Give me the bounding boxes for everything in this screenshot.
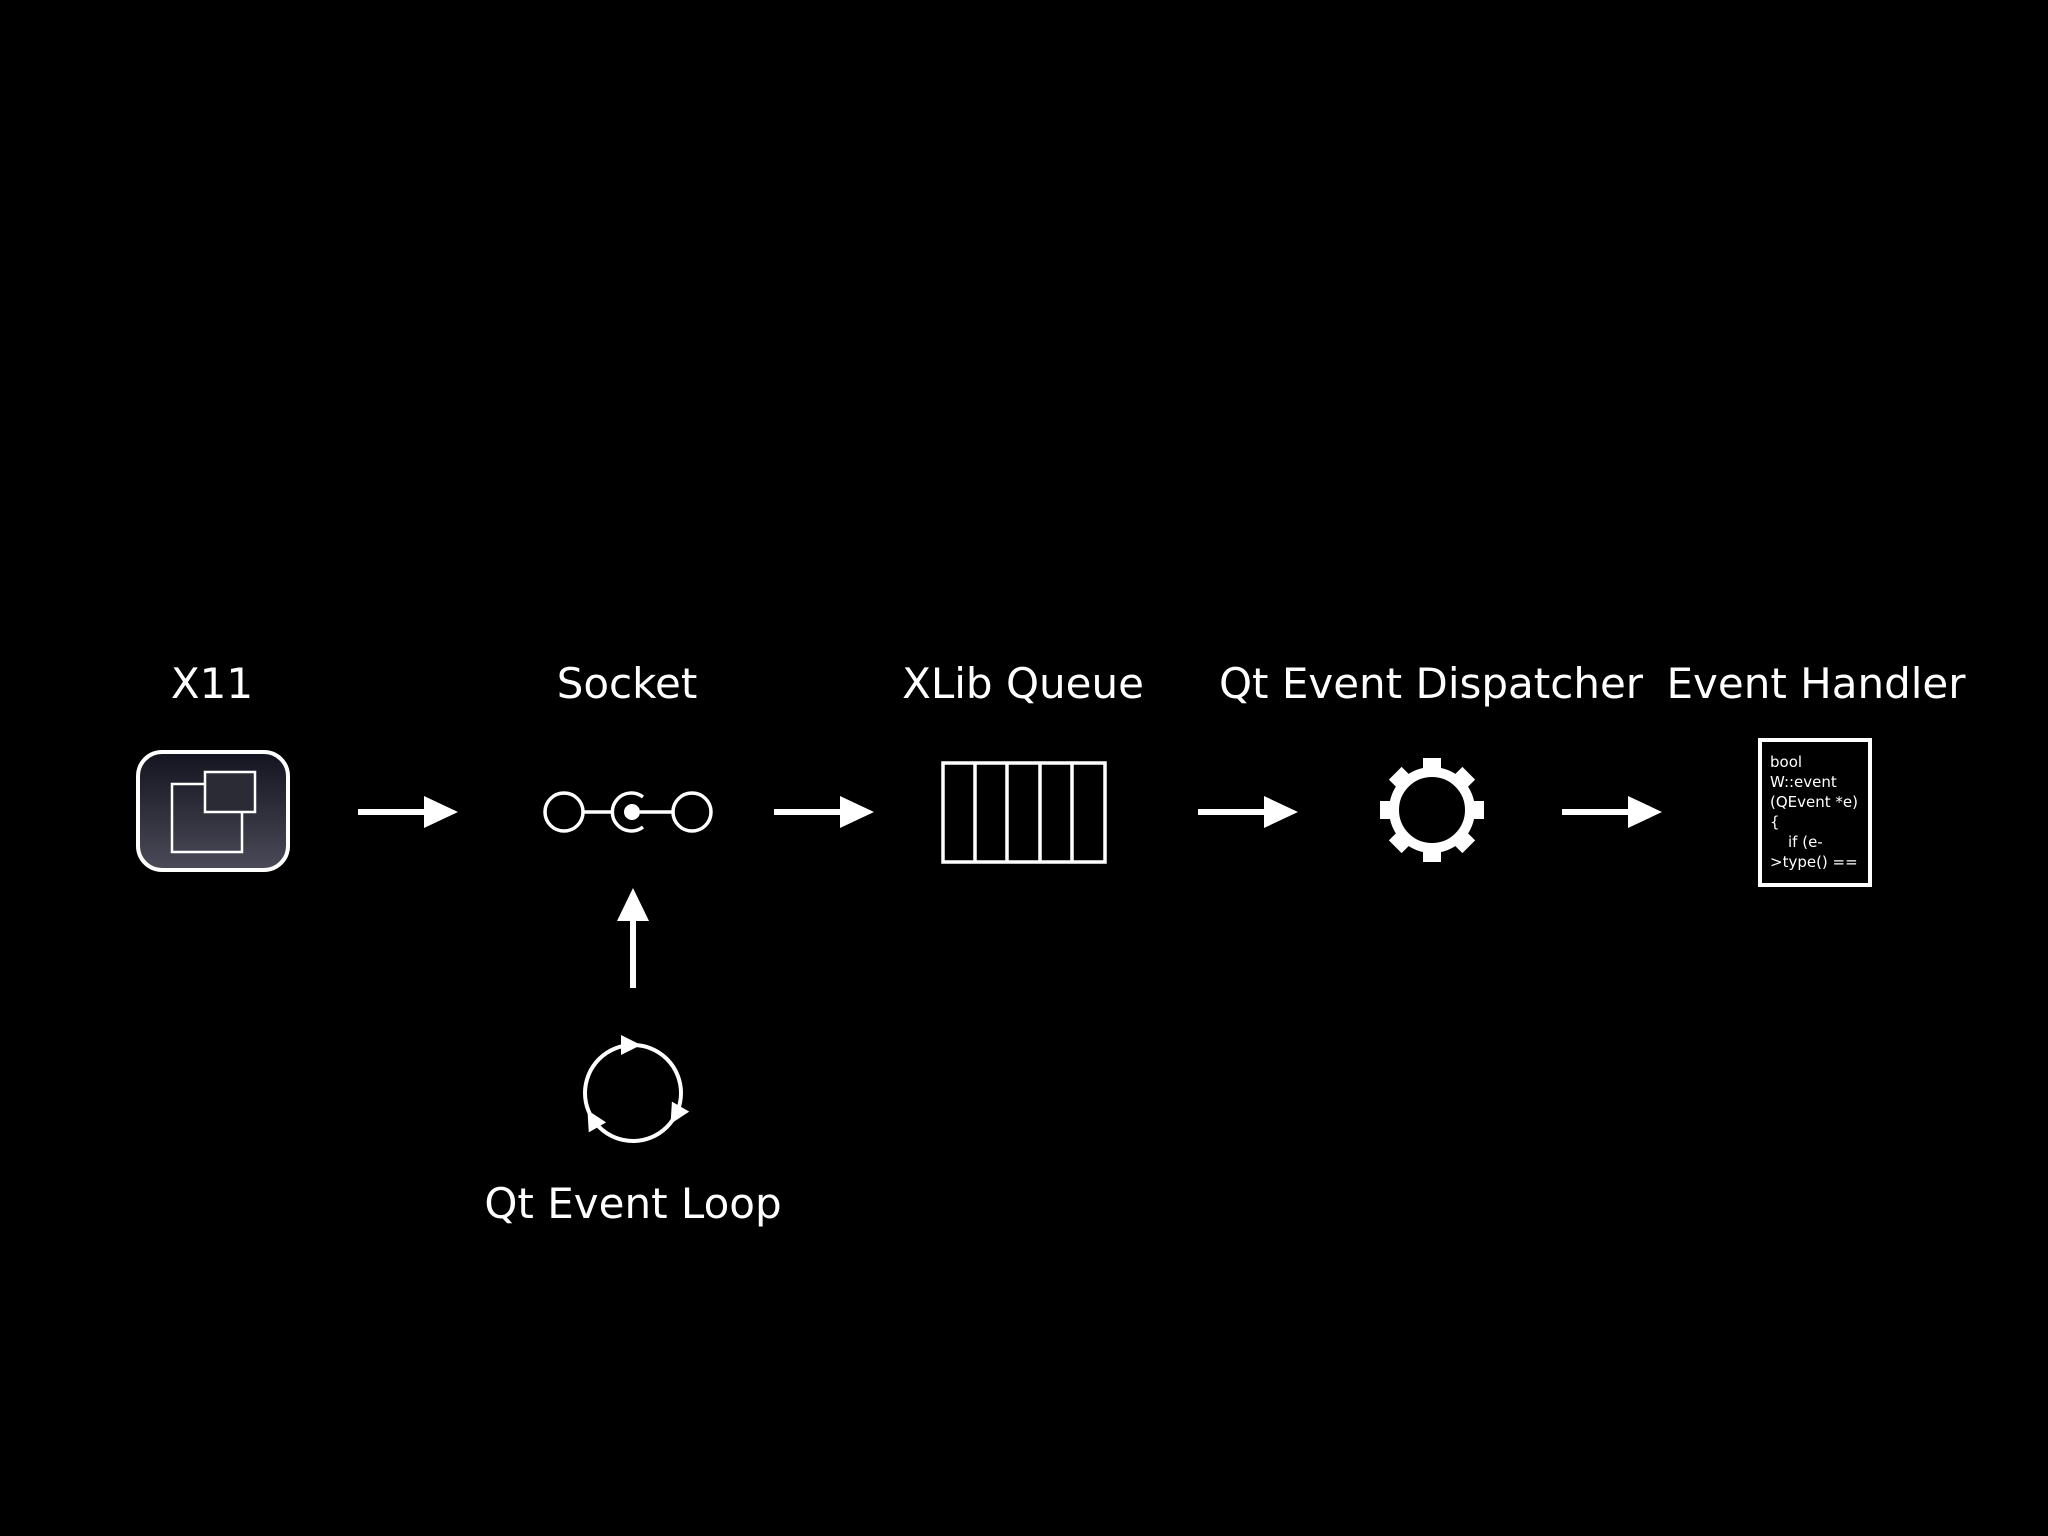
cycle-arrows-icon xyxy=(583,1035,690,1143)
code-line: >type() == xyxy=(1770,853,1858,871)
x11-window-icon xyxy=(136,750,290,872)
arrow-x11-to-socket xyxy=(358,796,458,828)
socket-label: Socket xyxy=(556,659,698,708)
arrow-loop-to-socket xyxy=(617,888,649,988)
code-line: W::event xyxy=(1770,773,1837,791)
code-line: { xyxy=(1770,813,1780,831)
code-line: bool xyxy=(1770,753,1802,771)
code-line: if (e- xyxy=(1788,833,1823,851)
socket-icon xyxy=(543,791,713,833)
arrow-queue-to-dispatcher xyxy=(1198,796,1298,828)
arrow-socket-to-queue xyxy=(774,796,874,828)
gear-icon xyxy=(1380,758,1484,862)
arrow-dispatcher-to-handler xyxy=(1562,796,1662,828)
xlib-queue-label: XLib Queue xyxy=(902,659,1144,708)
code-line: (QEvent *e) xyxy=(1770,793,1858,811)
event-loop-label: Qt Event Loop xyxy=(484,1179,782,1228)
queue-icon xyxy=(941,761,1107,864)
code-document-icon: bool W::event (QEvent *e) { if (e- >type… xyxy=(1758,738,1872,887)
dispatcher-label: Qt Event Dispatcher xyxy=(1218,659,1644,708)
x11-label: X11 xyxy=(170,659,254,708)
handler-label: Event Handler xyxy=(1666,659,1966,708)
